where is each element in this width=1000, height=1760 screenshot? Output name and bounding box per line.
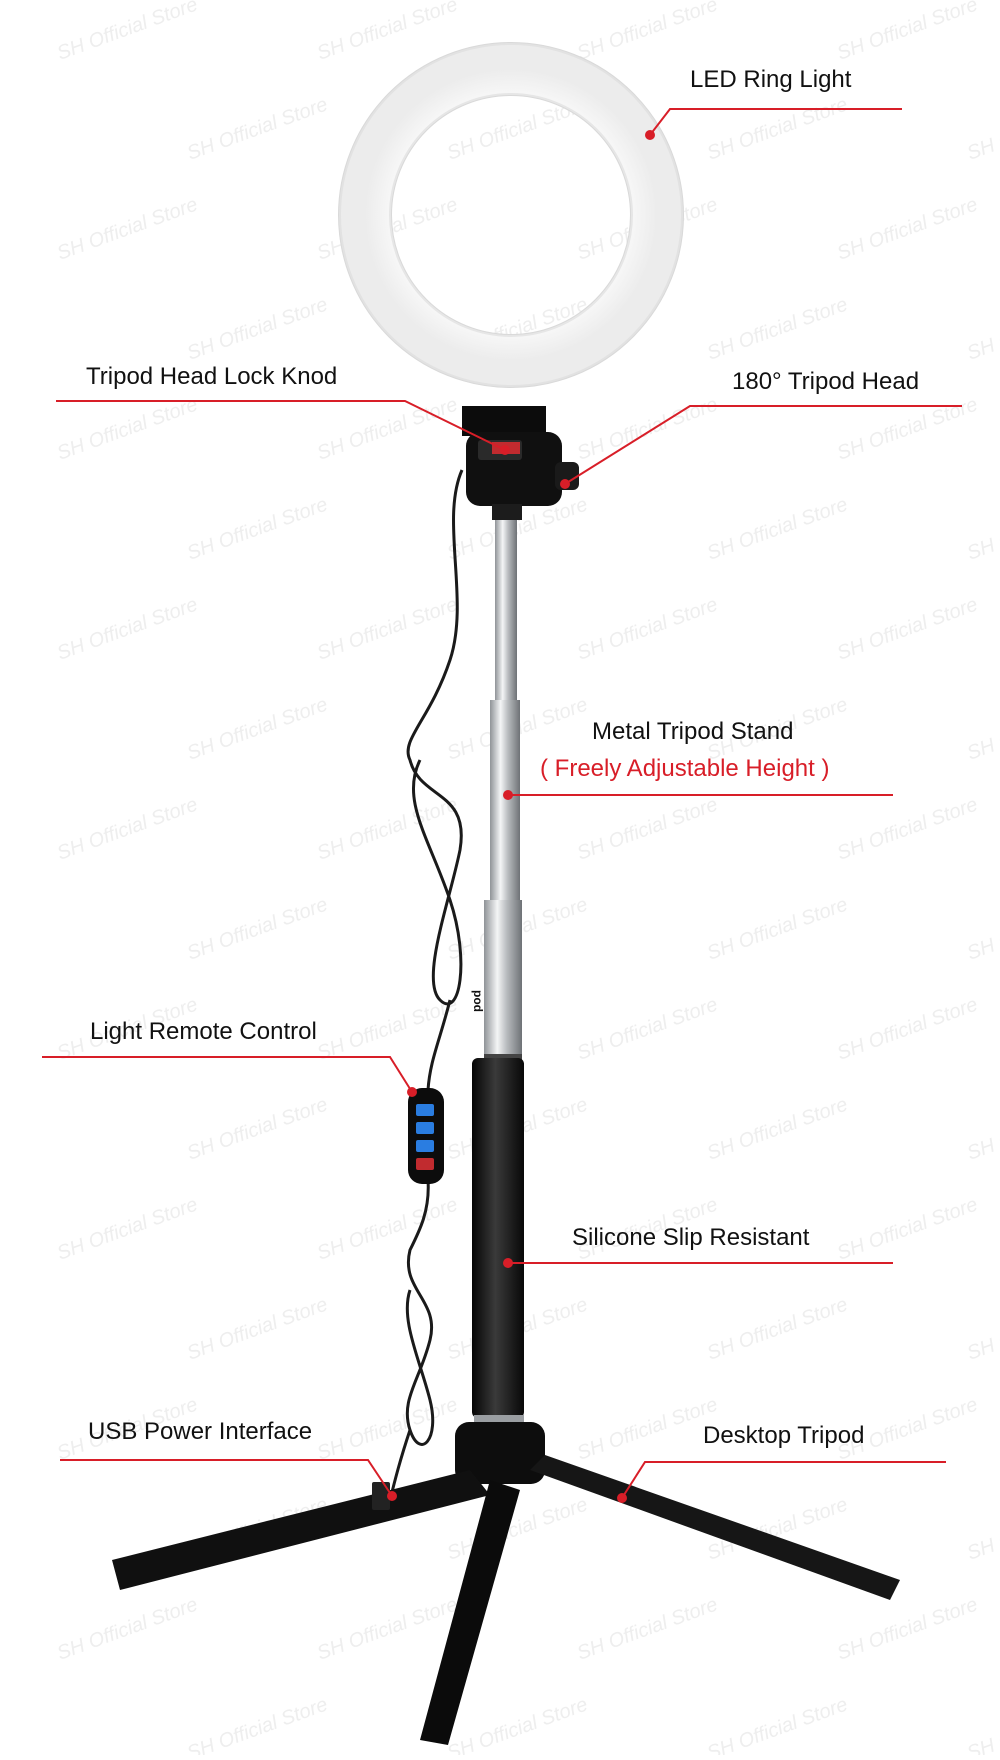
label-led-ring-light: LED Ring Light bbox=[690, 66, 852, 93]
label-silicone-slip-resistant: Silicone Slip Resistant bbox=[572, 1224, 810, 1251]
watermark-text: SH Official Store bbox=[314, 393, 460, 464]
watermark-text: SH Official Store bbox=[574, 593, 720, 664]
watermark-text: SH Official Store bbox=[964, 1493, 1000, 1564]
watermark-text: SH Official Store bbox=[834, 593, 980, 664]
watermark-text: SH Official Store bbox=[834, 193, 980, 264]
watermark-text: SH Official Store bbox=[54, 393, 200, 464]
watermark-text: SH Official Store bbox=[54, 1193, 200, 1264]
watermark-text: SH Official Store bbox=[704, 1693, 850, 1755]
tripod-head-dot bbox=[560, 479, 570, 489]
desktop-tripod-dot bbox=[617, 1493, 627, 1503]
watermark-text: SH Official Store bbox=[964, 893, 1000, 964]
watermark-text: SH Official Store bbox=[964, 693, 1000, 764]
watermark-text: SH Official Store bbox=[184, 1093, 330, 1164]
watermark-text: SH Official Store bbox=[704, 1293, 850, 1364]
watermark-text: SH Official Store bbox=[964, 293, 1000, 364]
watermark-text: SH Official Store bbox=[834, 1593, 980, 1664]
metal-stand-dot bbox=[503, 790, 513, 800]
watermark-text: SH Official Store bbox=[444, 1493, 590, 1564]
watermark-text: SH Official Store bbox=[54, 593, 200, 664]
power-cable bbox=[406, 469, 464, 1091]
watermark-text: SH Official Store bbox=[314, 0, 460, 65]
watermark-text: SH Official Store bbox=[834, 0, 980, 65]
usb-leader bbox=[60, 1459, 393, 1497]
watermark-text: SH Official Store bbox=[574, 393, 720, 464]
watermark-text: SH Official Store bbox=[834, 793, 980, 864]
pole-imprint: pod bbox=[471, 990, 485, 1012]
silicone-grip bbox=[472, 1058, 524, 1423]
watermark-text: SH Official Store bbox=[184, 493, 330, 564]
watermark-text: SH Official Store bbox=[184, 1293, 330, 1364]
desktop-tripod-leader bbox=[621, 1461, 946, 1499]
led-ring bbox=[338, 42, 684, 388]
watermark-text: SH Official Store bbox=[184, 893, 330, 964]
watermark-text: SH Official Store bbox=[314, 1593, 460, 1664]
label-tripod-head-180: 180° Tripod Head bbox=[732, 368, 920, 395]
callout-lines bbox=[42, 108, 962, 1503]
watermark-text: SH Official Store bbox=[704, 493, 850, 564]
lock-knob-leader bbox=[56, 400, 506, 451]
tripod-head bbox=[462, 406, 579, 520]
watermark-text: SH Official Store bbox=[834, 393, 980, 464]
watermark-text: SH Official Store bbox=[964, 1293, 1000, 1364]
watermark-text: SH Official Store bbox=[704, 293, 850, 364]
watermark-text: SH Official Store bbox=[314, 593, 460, 664]
watermark-text: SH Official Store bbox=[574, 793, 720, 864]
grip-dot bbox=[503, 1258, 513, 1268]
watermark-text: SH Official Store bbox=[314, 1193, 460, 1264]
watermark-text: SH Official Store bbox=[704, 1093, 850, 1164]
usb-dot bbox=[387, 1491, 397, 1501]
watermark-text: SH Official Store bbox=[54, 1593, 200, 1664]
watermark-text: SH Official Store bbox=[964, 493, 1000, 564]
watermark-text: SH Official Store bbox=[834, 993, 980, 1064]
label-freely-adjustable-height: ( Freely Adjustable Height ) bbox=[540, 755, 830, 782]
watermark-text: SH Official Store bbox=[704, 893, 850, 964]
watermark-text: SH Official Store bbox=[54, 793, 200, 864]
watermark-text: SH Official Store bbox=[704, 93, 850, 164]
remote-control bbox=[408, 1088, 444, 1184]
watermark-text: SH Official Store bbox=[574, 1393, 720, 1464]
watermark-text: SH Official Store bbox=[964, 1093, 1000, 1164]
desktop-tripod bbox=[112, 1422, 900, 1745]
watermark-text: SH Official Store bbox=[184, 93, 330, 164]
watermark-text: SH Official Store bbox=[54, 193, 200, 264]
led-ring-light-dot bbox=[645, 130, 655, 140]
watermark-text: SH Official Store bbox=[964, 1693, 1000, 1755]
label-usb-power-interface: USB Power Interface bbox=[88, 1418, 313, 1445]
metal-pole: pod bbox=[471, 520, 522, 1060]
lock-knob-dot bbox=[500, 445, 510, 455]
watermark-text: SH Official Store bbox=[184, 1693, 330, 1755]
remote-dot bbox=[407, 1087, 417, 1097]
label-light-remote-control: Light Remote Control bbox=[90, 1018, 317, 1045]
watermark-text: SH Official Store bbox=[314, 993, 460, 1064]
watermark-text: SH Official Store bbox=[314, 1393, 460, 1464]
watermark-text: SH Official Store bbox=[184, 693, 330, 764]
label-metal-tripod-stand: Metal Tripod Stand bbox=[592, 718, 794, 745]
watermark-text: SH Official Store bbox=[574, 0, 720, 65]
remote-leader bbox=[42, 1056, 413, 1093]
led-ring-light-leader bbox=[649, 108, 902, 136]
tripod-head-leader bbox=[564, 405, 962, 485]
watermark-text: SH Official Store bbox=[184, 293, 330, 364]
watermark-text: SH Official Store bbox=[834, 1193, 980, 1264]
watermark-pattern: SH Official Store SH Official Store SH Off… bbox=[54, 0, 1000, 1760]
watermark-text: SH Official Store bbox=[314, 793, 460, 864]
watermark-text: SH Official Store bbox=[574, 1593, 720, 1664]
watermark-text: SH Official Store bbox=[444, 1693, 590, 1755]
watermark-text: SH Official Store bbox=[574, 993, 720, 1064]
watermark-text: SH Official Store bbox=[964, 93, 1000, 164]
watermark-text: SH Official Store bbox=[54, 0, 200, 65]
label-tripod-head-lock-knob: Tripod Head Lock Knod bbox=[86, 363, 338, 390]
label-desktop-tripod: Desktop Tripod bbox=[703, 1422, 865, 1449]
